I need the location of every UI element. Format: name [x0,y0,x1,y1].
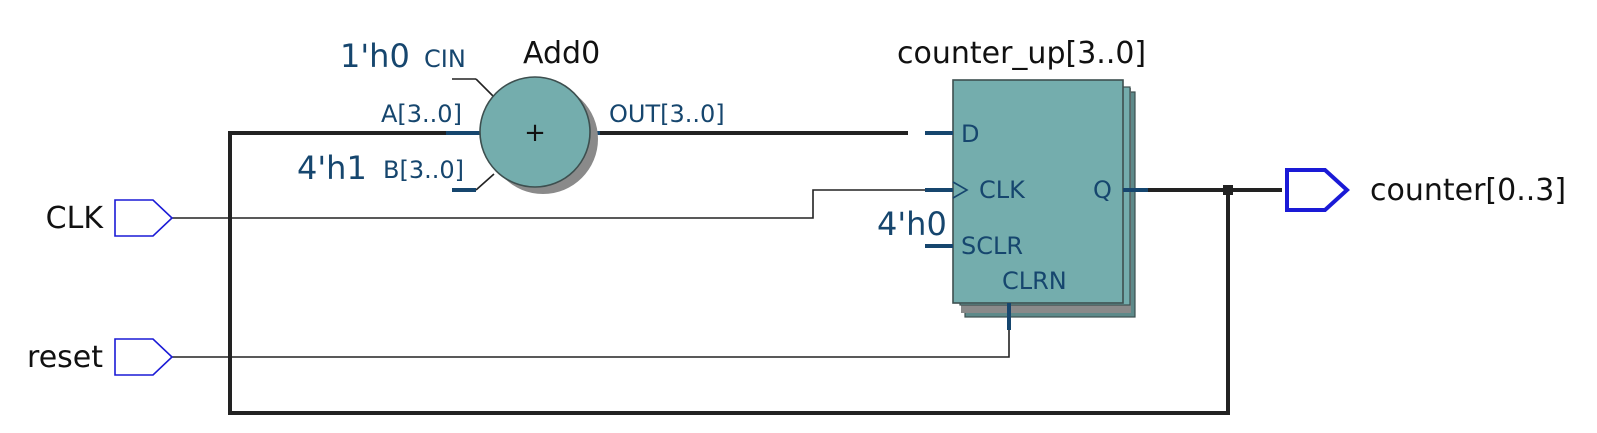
register-pin-clrn-label: CLRN [1002,267,1067,295]
register-counter-up[interactable]: counter_up[3..0] D CLK 4'h0 SCLR CLRN Q [877,36,1148,330]
output-port-label: counter[0..3] [1370,173,1566,208]
input-port-clk[interactable]: CLK [46,199,174,237]
register-pin-sclr-label: SCLR [961,232,1023,260]
adder-pin-b-stub [475,173,495,191]
adder-pin-cin-stub [475,78,495,98]
register-sclr-constant: 4'h0 [877,205,947,243]
input-port-reset[interactable]: reset [27,338,174,376]
adder-body [479,76,591,188]
clk-wire[interactable] [172,189,928,219]
register-pin-q-label: Q [1093,176,1112,204]
adder-name: Add0 [523,36,600,71]
bus-feedback-loop[interactable] [228,131,1230,415]
adder-pin-a-label: A[3..0] [381,100,462,128]
input-port-reset-label: reset [27,340,103,375]
output-port-icon [1285,168,1350,212]
input-port-clk-label: CLK [46,201,105,236]
wires [172,131,1282,415]
adder-plus-symbol: + [524,118,546,148]
input-port-icon [114,199,174,237]
adder-b-constant: 4'h1 [297,149,367,187]
input-port-icon [114,338,174,376]
adder-cin-constant: 1'h0 [340,37,410,75]
register-name: counter_up[3..0] [897,36,1146,71]
output-port-counter[interactable]: counter[0..3] [1285,168,1566,212]
adder-pin-out-label: OUT[3..0] [609,100,725,128]
adder-pin-b-label: B[3..0] [383,156,464,184]
register-pin-d-label: D [961,120,979,148]
register-pin-clk-label: CLK [979,176,1026,204]
bus-junction-dot [1223,185,1233,195]
adder-add0[interactable]: + Add0 1'h0 CIN A[3..0] 4'h1 B[3..0] OUT… [297,36,725,194]
reset-wire[interactable] [172,330,1010,358]
adder-pin-cin-label: CIN [424,45,466,73]
clock-edge-icon [952,181,969,199]
